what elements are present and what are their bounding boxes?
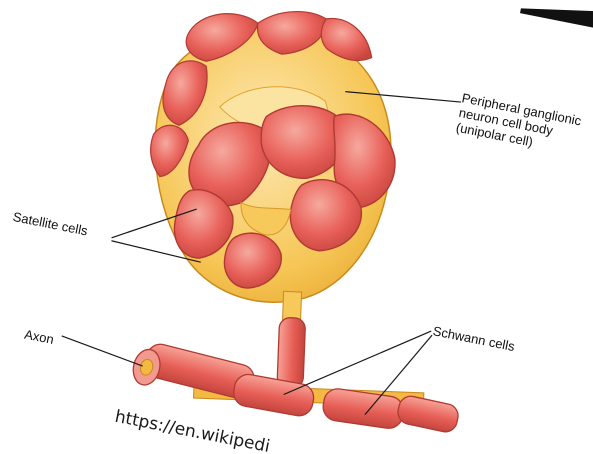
- schwann-cell-vertical: [277, 317, 306, 388]
- schwann-cell-segment-4: [396, 394, 461, 434]
- leader-axon: [61, 336, 144, 366]
